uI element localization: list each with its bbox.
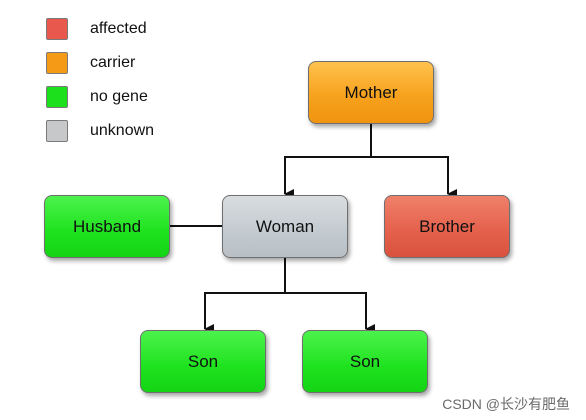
node-son-2: Son <box>302 330 428 393</box>
node-husband-label: Husband <box>72 216 142 236</box>
node-woman: Woman <box>222 195 348 258</box>
node-brother-label: Brother <box>419 216 475 236</box>
node-brother: Brother <box>384 195 510 258</box>
node-mother-label: Mother <box>344 82 398 102</box>
watermark-text: CSDN @长沙有肥鱼 <box>442 396 570 412</box>
node-son-2-label: Son <box>349 351 381 371</box>
node-husband: Husband <box>44 195 170 258</box>
legend-label-unknown: unknown <box>90 122 155 139</box>
legend-swatch-no-gene <box>46 86 68 108</box>
node-woman-label: Woman <box>255 216 315 236</box>
legend-swatch-unknown <box>46 120 68 142</box>
edge-woman-son2 <box>285 292 375 334</box>
edge-mother-brother <box>371 156 457 199</box>
edge-woman-son1 <box>204 258 286 334</box>
node-son-1-label: Son <box>187 351 219 371</box>
edge-mother-woman <box>284 124 372 199</box>
legend-swatch-carrier <box>46 52 68 74</box>
legend-label-carrier: carrier <box>90 54 136 71</box>
legend-label-affected: affected <box>90 20 147 37</box>
node-mother: Mother <box>308 61 434 124</box>
legend-label-no-gene: no gene <box>90 88 148 105</box>
node-son-1: Son <box>140 330 266 393</box>
legend-swatch-affected <box>46 18 68 40</box>
